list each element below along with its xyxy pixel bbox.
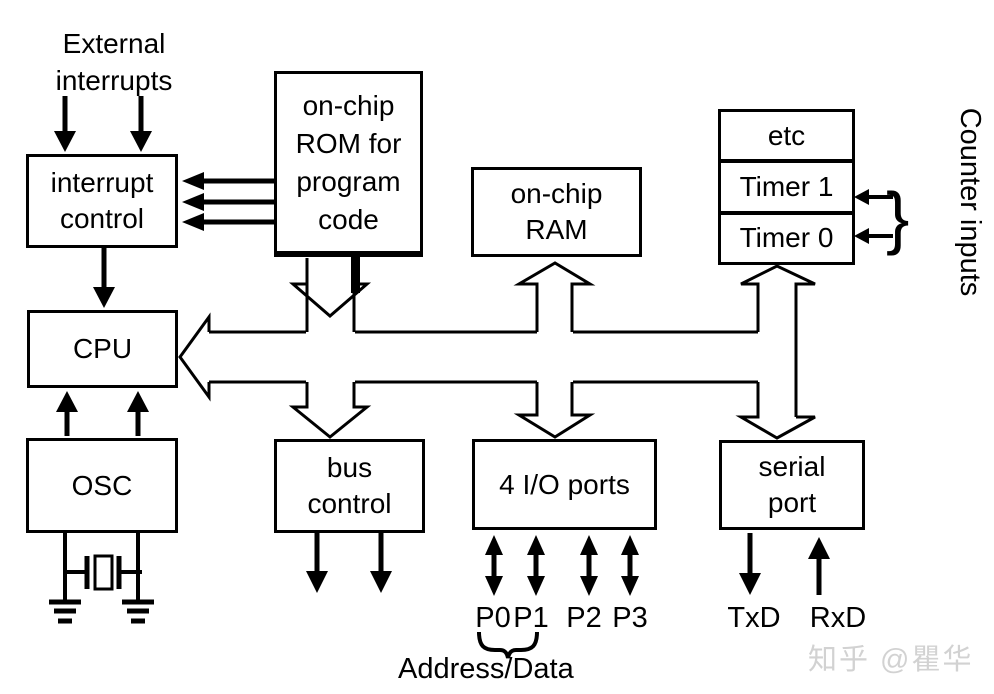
- serial-port-box: serial port: [719, 440, 865, 530]
- rom-box: on-chip ROM for program code: [274, 71, 423, 257]
- external-interrupts-line2: interrupts: [55, 65, 173, 96]
- rom-to-interrupt-arrows: [182, 172, 274, 231]
- io-port-arrows: [485, 535, 639, 596]
- osc-box: OSC: [26, 438, 178, 533]
- io-ports-label: 4 I/O ports: [499, 468, 630, 500]
- ram-box: on-chip RAM: [471, 167, 642, 257]
- osc-to-cpu-arrows: [56, 391, 149, 436]
- interrupt-control-label-line1: interrupt: [50, 167, 154, 198]
- ram-label-line2: RAM: [525, 214, 588, 245]
- crystal-circuit: [49, 533, 154, 624]
- crystal-body: [93, 554, 114, 591]
- external-interrupt-arrow-2: [130, 96, 152, 152]
- ground-symbols: [49, 599, 154, 624]
- external-interrupts-line1: External: [62, 28, 166, 59]
- rom-bus-arrowhead: [288, 282, 372, 318]
- counter-inputs-label: Counter inputs: [954, 107, 986, 297]
- rom-label-line3: program: [296, 165, 401, 197]
- rom-bus-thick-bar: [351, 257, 360, 293]
- rxd-arrow: [808, 537, 830, 595]
- timers-row-timer0: Timer 0: [721, 210, 852, 262]
- serial-port-label-line2: port: [767, 487, 817, 518]
- bus-control-label-line1: bus: [326, 452, 373, 483]
- bus-to-serial-arrow: [735, 382, 816, 440]
- bus-control-box: bus control: [274, 439, 425, 533]
- osc-label: OSC: [71, 469, 133, 501]
- interrupt-control-box: interrupt control: [26, 154, 178, 248]
- rxd-label: RxD: [809, 602, 867, 634]
- address-data-brace: [477, 631, 539, 659]
- bus-to-ram-arrow: [513, 261, 596, 332]
- port-label-p2: P2: [566, 602, 602, 634]
- txd-arrow: [739, 533, 761, 595]
- system-bus: [178, 258, 816, 440]
- interrupt-control-label-line2: control: [59, 203, 145, 234]
- counter-input-arrows: [854, 189, 893, 244]
- external-interrupts-label: External interrupts: [24, 25, 204, 99]
- cpu-box: CPU: [27, 310, 178, 388]
- ram-label-line1: on-chip: [510, 178, 603, 209]
- rom-label-line4: code: [318, 203, 379, 235]
- crystal-leads: [63, 533, 142, 600]
- bus-to-ioports-arrow: [513, 382, 596, 439]
- rom-bus-shaft: [305, 258, 356, 332]
- watermark: 知乎 @瞿华: [808, 644, 974, 676]
- address-data-label: Address/Data: [398, 653, 574, 685]
- timers-row-timer1: Timer 1: [721, 159, 852, 210]
- rom-label-line1: on-chip: [302, 89, 395, 121]
- port-label-p1: P1: [513, 602, 549, 634]
- interrupt-to-cpu-arrow: [93, 248, 115, 308]
- timers-box: etc Timer 1 Timer 0: [718, 109, 855, 265]
- cpu-label: CPU: [72, 333, 133, 364]
- txd-label: TxD: [727, 602, 781, 634]
- bus-to-buscontrol-arrow: [288, 382, 372, 439]
- bus-to-cpu-arrowhead: [178, 312, 211, 402]
- io-ports-box: 4 I/O ports: [472, 439, 657, 530]
- bus-to-timers-arrow: [740, 264, 816, 417]
- port-label-p0: P0: [475, 602, 511, 634]
- counter-inputs-brace: }: [886, 178, 910, 256]
- crystal-plates: [84, 556, 122, 589]
- solid-arrows: [54, 96, 893, 596]
- rom-label-line2: ROM for: [295, 127, 402, 159]
- port-label-p3: P3: [612, 602, 648, 634]
- timers-row-etc: etc: [767, 119, 806, 151]
- serial-port-label-line1: serial: [758, 451, 826, 482]
- bus-control-label-line2: control: [307, 488, 392, 519]
- bus-control-output-arrows: [306, 533, 392, 593]
- external-interrupt-arrow-1: [54, 96, 76, 152]
